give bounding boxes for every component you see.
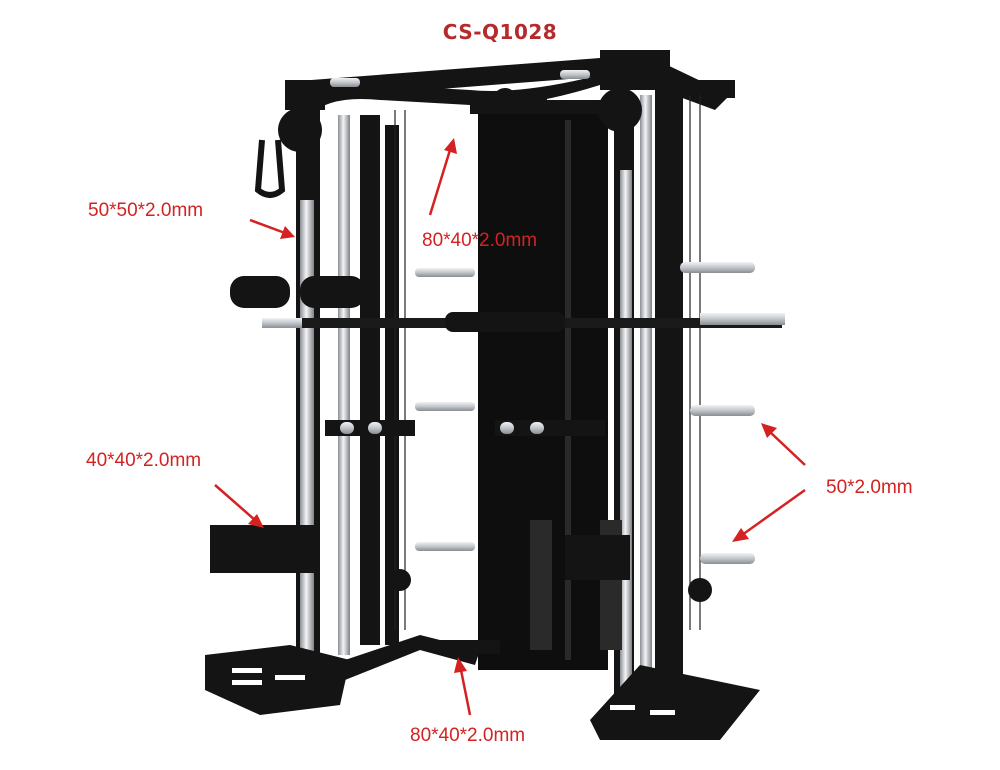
cables (394, 95, 701, 630)
side-tube-dimension-label: 40*40*2.0mm (86, 450, 202, 471)
left-rear-upright (360, 115, 380, 645)
product-model-title: CS-Q1028 (442, 20, 558, 44)
base-tube-dimension-label: 80*40*2.0mm (410, 725, 526, 746)
plate-storage-pins (415, 262, 755, 564)
base-plate-slots (232, 668, 675, 715)
pulleys (278, 88, 712, 602)
left-smith-rod (338, 115, 350, 655)
top-frame (285, 50, 735, 115)
d-handle (254, 139, 286, 198)
upright-tube-dimension-label: 50*50*2.0mm (88, 200, 204, 221)
weight-stack-left (530, 520, 552, 650)
right-smith-rod (640, 95, 652, 695)
pull-up-handles (330, 70, 590, 87)
leg-roller-pad-2 (300, 276, 365, 308)
top-crossbar-dimension-label: 80*40*2.0mm (422, 230, 538, 251)
left-rear-upright-2 (385, 125, 399, 645)
annotation-arrows (214, 138, 806, 716)
plate-pin-dimension-label: 50*2.0mm (826, 477, 913, 498)
left-front-chrome-strip (300, 200, 314, 670)
leg-roller-pad-1 (230, 276, 290, 308)
right-front-upright (655, 80, 683, 730)
